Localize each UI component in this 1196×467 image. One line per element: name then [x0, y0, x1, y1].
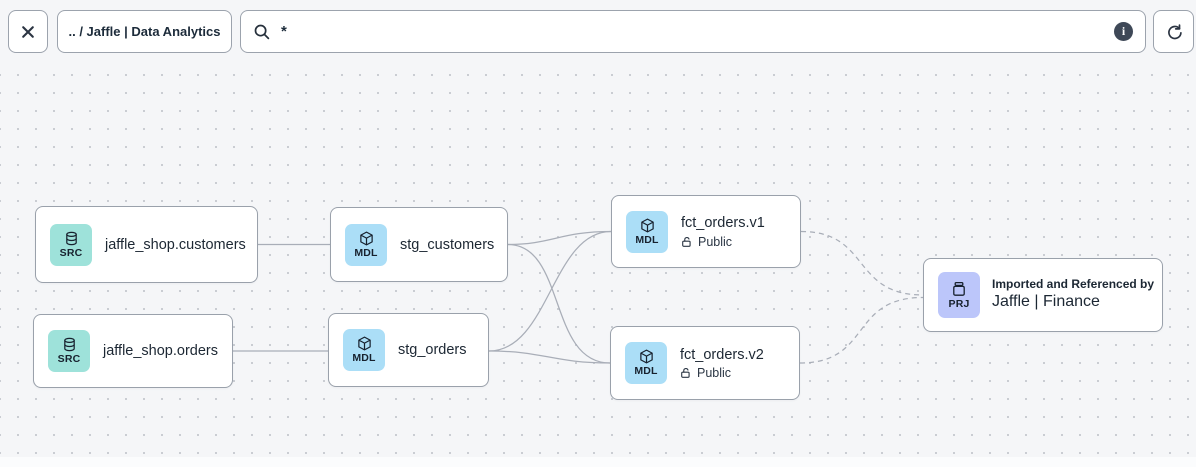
badge-label: MDL: [635, 233, 659, 246]
breadcrumb[interactable]: .. / Jaffle | Data Analytics: [57, 10, 232, 53]
info-icon[interactable]: i: [1114, 22, 1133, 41]
model-badge: MDL: [625, 342, 667, 384]
refresh-icon: [1165, 23, 1183, 41]
model-badge: MDL: [345, 223, 387, 266]
database-icon: [62, 337, 77, 352]
node-subtitle: Imported and Referenced by: [992, 276, 1155, 291]
node-title: Jaffle | Finance: [992, 293, 1100, 311]
archive-box-icon: [951, 281, 967, 297]
node-stg-orders[interactable]: MDL stg_orders: [328, 313, 489, 387]
lock-open-icon: [680, 367, 692, 379]
source-badge: SRC: [48, 330, 90, 372]
access-badge: Public: [681, 235, 765, 249]
node-fct-orders-v2[interactable]: MDL fct_orders.v2 Public: [610, 326, 800, 400]
node-title: fct_orders.v2: [680, 346, 764, 363]
access-label: Public: [697, 366, 732, 381]
badge-label: MDL: [354, 246, 378, 259]
project-badge: PRJ: [938, 272, 980, 318]
bottom-gutter: [0, 457, 1196, 467]
node-title: stg_orders: [398, 342, 467, 358]
refresh-button[interactable]: [1153, 10, 1194, 53]
database-icon: [64, 231, 79, 246]
search-input[interactable]: [281, 23, 1104, 40]
source-badge: SRC: [50, 223, 92, 266]
cube-icon: [639, 349, 654, 364]
badge-label: MDL: [352, 352, 376, 364]
node-fct-orders-v1[interactable]: MDL fct_orders.v1 Public: [611, 195, 801, 268]
close-button[interactable]: [8, 10, 48, 53]
search-icon: [253, 23, 271, 41]
node-title: stg_customers: [400, 236, 495, 253]
close-icon: [20, 24, 36, 40]
badge-label: SRC: [59, 246, 83, 259]
badge-label: MDL: [634, 365, 658, 377]
node-jaffle-shop-orders[interactable]: SRC jaffle_shop.orders: [33, 314, 233, 388]
search-bar[interactable]: i: [240, 10, 1146, 53]
node-title: fct_orders.v1: [681, 215, 765, 232]
model-badge: MDL: [626, 210, 668, 253]
cube-icon: [357, 336, 372, 351]
lock-open-icon: [681, 236, 693, 248]
badge-label: SRC: [57, 353, 81, 365]
cube-icon: [640, 218, 655, 233]
model-badge: MDL: [343, 329, 385, 371]
node-title: jaffle_shop.orders: [103, 343, 219, 359]
node-jaffle-shop-customers[interactable]: SRC jaffle_shop.customers: [35, 206, 258, 283]
node-stg-customers[interactable]: MDL stg_customers: [330, 207, 508, 282]
cube-icon: [359, 231, 374, 246]
node-project-jaffle-finance[interactable]: PRJ Imported and Referenced by Jaffle | …: [923, 258, 1163, 332]
badge-label: PRJ: [948, 297, 970, 310]
access-label: Public: [698, 234, 733, 249]
breadcrumb-label: .. / Jaffle | Data Analytics: [68, 24, 221, 39]
access-badge: Public: [680, 366, 764, 380]
node-title: jaffle_shop.customers: [105, 236, 246, 253]
